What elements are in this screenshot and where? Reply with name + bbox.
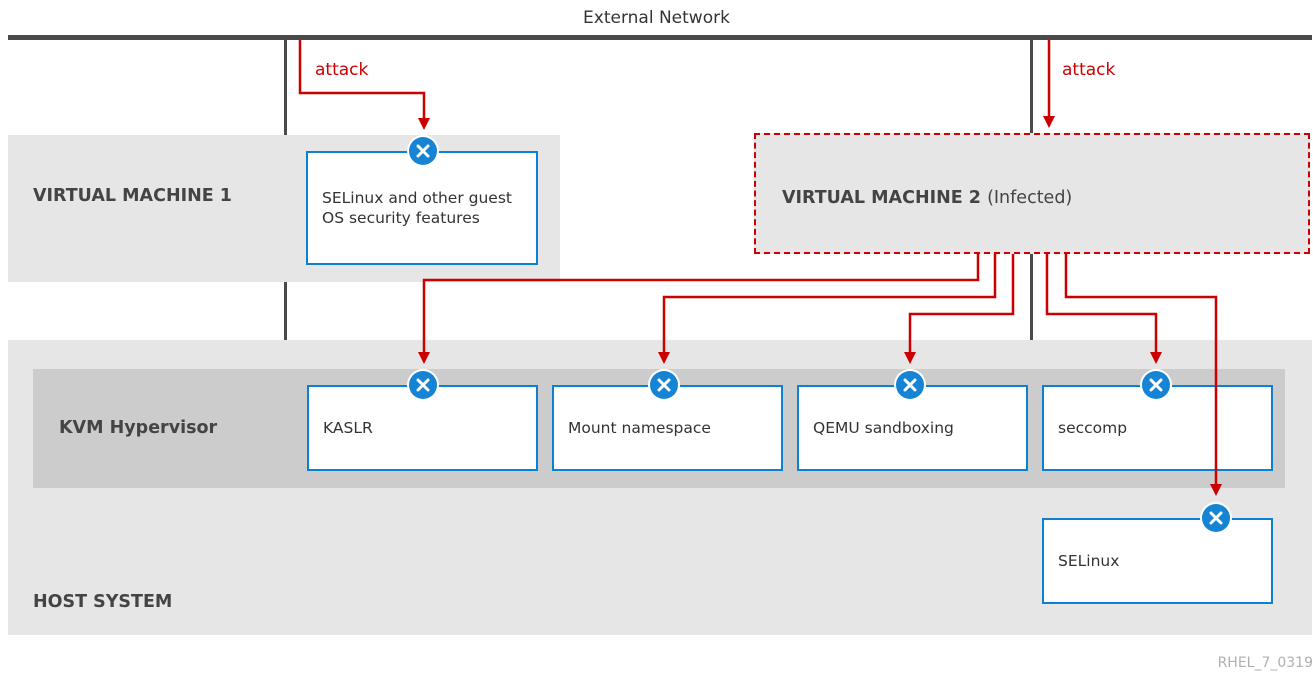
kvm-label: KVM Hypervisor	[59, 418, 218, 438]
vm1-connector-bottom	[284, 282, 287, 340]
host-label: HOST SYSTEM	[33, 592, 173, 612]
vm1-label: VIRTUAL MACHINE 1	[33, 186, 232, 206]
mount-namespace-box: Mount namespace	[552, 385, 783, 471]
kaslr-label: KASLR	[323, 419, 373, 437]
vm2-name: VIRTUAL MACHINE 2	[782, 188, 981, 208]
network-line	[8, 35, 1312, 40]
attack-arrow-vm1	[298, 40, 430, 130]
virtual-machine-2-region	[754, 133, 1310, 254]
close-icon	[1202, 504, 1230, 532]
host-selinux-label: SELinux	[1058, 552, 1120, 570]
seccomp-label: seccomp	[1058, 419, 1128, 437]
attack-label-2: attack	[1062, 60, 1116, 80]
attack-label-1: attack	[315, 60, 369, 80]
attack-arrow-mount-namespace	[658, 254, 997, 364]
attack-arrow-qemu	[904, 254, 1015, 364]
host-selinux-box: SELinux	[1042, 518, 1273, 604]
vm2-connector-bottom	[1030, 254, 1033, 340]
qemu-sandboxing-box: QEMU sandboxing	[797, 385, 1028, 471]
seccomp-box: seccomp	[1042, 385, 1273, 471]
close-icon	[409, 137, 437, 165]
close-icon	[409, 371, 437, 399]
qemu-sandboxing-label: QEMU sandboxing	[813, 419, 954, 437]
kaslr-box: KASLR	[307, 385, 538, 471]
close-icon	[1142, 371, 1170, 399]
vm2-connector-top	[1030, 40, 1033, 133]
guest-security-box: SELinux and other guest OS security feat…	[306, 151, 538, 265]
vm2-status: (Infected)	[987, 188, 1073, 208]
close-icon	[896, 371, 924, 399]
vm1-connector-top	[284, 40, 287, 135]
close-icon	[650, 371, 678, 399]
network-label: External Network	[583, 8, 730, 28]
vm2-label: VIRTUAL MACHINE 2 (Infected)	[782, 188, 1072, 208]
attack-arrow-seccomp	[1045, 254, 1162, 364]
guest-security-text: SELinux and other guest OS security feat…	[322, 188, 512, 228]
figure-watermark: RHEL_7_0319	[1217, 655, 1313, 671]
attack-arrow-host-selinux	[1064, 254, 1222, 496]
attack-arrow-kaslr	[418, 254, 980, 364]
mount-namespace-label: Mount namespace	[568, 419, 711, 437]
guest-security-line-1: SELinux and other guest	[322, 189, 512, 207]
guest-security-line-2: OS security features	[322, 209, 480, 227]
